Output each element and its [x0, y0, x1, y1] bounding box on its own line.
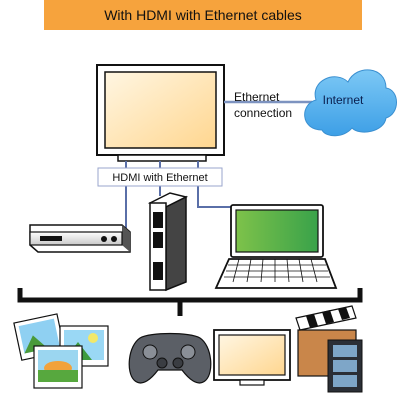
- monitor-icon: [213, 329, 291, 386]
- media-player-icon: [29, 224, 131, 253]
- ethernet-label-line2: connection: [234, 106, 292, 120]
- hdmi-ethernet-label: HDMI with Ethernet: [112, 172, 207, 184]
- gamepad-icon: [128, 332, 212, 384]
- title-banner: With HDMI with Ethernet cables: [44, 0, 362, 30]
- title-text: With HDMI with Ethernet cables: [104, 7, 302, 23]
- internet-cloud-icon: [304, 69, 397, 137]
- laptop-icon: [214, 204, 338, 289]
- bracket: [17, 288, 363, 316]
- ethernet-label-line1: Ethernet: [234, 90, 280, 104]
- internet-label: Internet: [323, 93, 364, 107]
- video-icon: [295, 305, 363, 393]
- hdmi-label-box: [97, 167, 223, 187]
- photos-icon: [13, 313, 109, 389]
- tv-icon: [96, 64, 225, 162]
- game-console-icon: [147, 192, 189, 292]
